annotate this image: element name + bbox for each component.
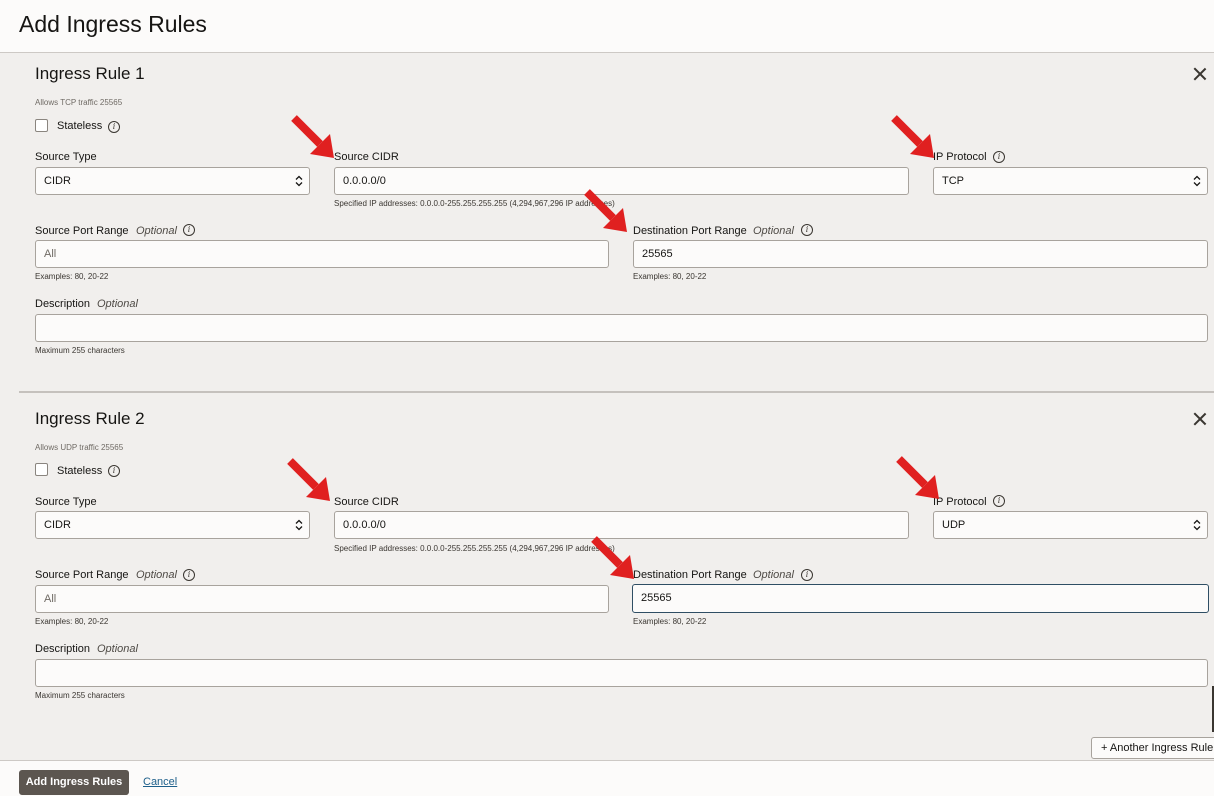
destination-port-range-help: Examples: 80, 20-22: [633, 272, 707, 281]
source-type-label: Source Type: [35, 496, 97, 508]
dialog-footer: Add Ingress Rules Cancel: [0, 760, 1214, 796]
rule-title: Ingress Rule 2: [35, 409, 145, 428]
stateless-checkbox[interactable]: [35, 119, 48, 132]
red-arrow-annotation: [896, 456, 939, 499]
optional-tag: Optional: [136, 569, 177, 581]
destination-port-range-input[interactable]: 25565: [633, 240, 1208, 268]
red-arrow-annotation: [291, 115, 334, 158]
close-icon[interactable]: [1193, 412, 1207, 426]
page-title: Add Ingress Rules: [19, 11, 207, 37]
optional-tag: Optional: [136, 225, 177, 237]
source-port-range-label: Source Port Range: [35, 569, 129, 581]
source-cidr-label: Source CIDR: [334, 151, 399, 163]
source-port-range-label: Source Port Range: [35, 225, 129, 237]
add-ingress-rules-button[interactable]: Add Ingress Rules: [19, 770, 129, 795]
description-input[interactable]: [35, 659, 1208, 687]
info-icon[interactable]: i: [108, 121, 120, 133]
source-cidr-help: Specified IP addresses: 0.0.0.0-255.255.…: [334, 199, 615, 208]
stateless-checkbox[interactable]: [35, 463, 48, 476]
source-type-select[interactable]: CIDR: [35, 167, 310, 195]
destination-port-range-input[interactable]: 25565: [632, 584, 1209, 613]
ip-protocol-select[interactable]: TCP: [933, 167, 1208, 195]
description-label: Description: [35, 643, 91, 655]
ip-protocol-label: IP Protocol: [933, 151, 987, 163]
description-label: Description: [35, 298, 91, 310]
source-port-range-help: Examples: 80, 20-22: [35, 272, 109, 281]
select-arrows-icon: [1193, 519, 1201, 531]
source-cidr-input[interactable]: 0.0.0.0/0: [334, 167, 909, 195]
ip-protocol-value: TCP: [942, 175, 964, 187]
cancel-link[interactable]: Cancel: [143, 776, 178, 788]
stateless-label: Stateless: [57, 465, 103, 477]
optional-tag: Optional: [753, 225, 794, 237]
source-type-label: Source Type: [35, 151, 97, 163]
close-icon[interactable]: [1193, 67, 1207, 81]
source-type-value: CIDR: [44, 519, 71, 531]
source-type-value: CIDR: [44, 175, 71, 187]
select-arrows-icon: [295, 175, 303, 187]
description-help: Maximum 255 characters: [35, 346, 125, 355]
info-icon[interactable]: i: [108, 465, 120, 477]
stateless-label: Stateless: [57, 120, 103, 132]
source-port-range-help: Examples: 80, 20-22: [35, 617, 109, 626]
ip-protocol-select[interactable]: UDP: [933, 511, 1208, 539]
info-icon[interactable]: i: [801, 224, 813, 236]
destination-port-range-label: Destination Port Range: [633, 569, 747, 581]
add-another-ingress-rule-button[interactable]: + Another Ingress Rule: [1091, 737, 1214, 759]
red-arrow-annotation: [287, 458, 330, 501]
destination-port-range-help: Examples: 80, 20-22: [633, 617, 707, 626]
source-type-select[interactable]: CIDR: [35, 511, 310, 539]
info-icon[interactable]: i: [183, 224, 195, 236]
source-cidr-help: Specified IP addresses: 0.0.0.0-255.255.…: [334, 544, 615, 553]
optional-tag: Optional: [97, 643, 138, 655]
destination-port-range-label: Destination Port Range: [633, 225, 747, 237]
red-arrow-annotation: [584, 189, 627, 232]
rule-title: Ingress Rule 1: [35, 64, 145, 83]
optional-tag: Optional: [753, 569, 794, 581]
source-cidr-input[interactable]: 0.0.0.0/0: [334, 511, 909, 539]
rule-description-text: Allows UDP traffic 25565: [35, 443, 124, 452]
select-arrows-icon: [1193, 175, 1201, 187]
description-help: Maximum 255 characters: [35, 691, 125, 700]
ip-protocol-value: UDP: [942, 519, 966, 531]
info-icon[interactable]: i: [993, 495, 1005, 507]
source-port-range-input[interactable]: All: [35, 240, 609, 268]
rule-divider: [19, 391, 1214, 393]
info-icon[interactable]: i: [801, 569, 813, 581]
source-cidr-label: Source CIDR: [334, 496, 399, 508]
info-icon[interactable]: i: [183, 569, 195, 581]
ip-protocol-label: IP Protocol: [933, 496, 987, 508]
red-arrow-annotation: [891, 115, 934, 158]
scrollbar[interactable]: [1212, 686, 1214, 732]
red-arrow-annotation: [591, 536, 634, 579]
description-input[interactable]: [35, 314, 1208, 342]
select-arrows-icon: [295, 519, 303, 531]
dialog-header: Add Ingress Rules: [0, 0, 1214, 53]
optional-tag: Optional: [97, 298, 138, 310]
rule-description-text: Allows TCP traffic 25565: [35, 98, 123, 107]
source-port-range-input[interactable]: All: [35, 585, 609, 613]
info-icon[interactable]: i: [993, 151, 1005, 163]
